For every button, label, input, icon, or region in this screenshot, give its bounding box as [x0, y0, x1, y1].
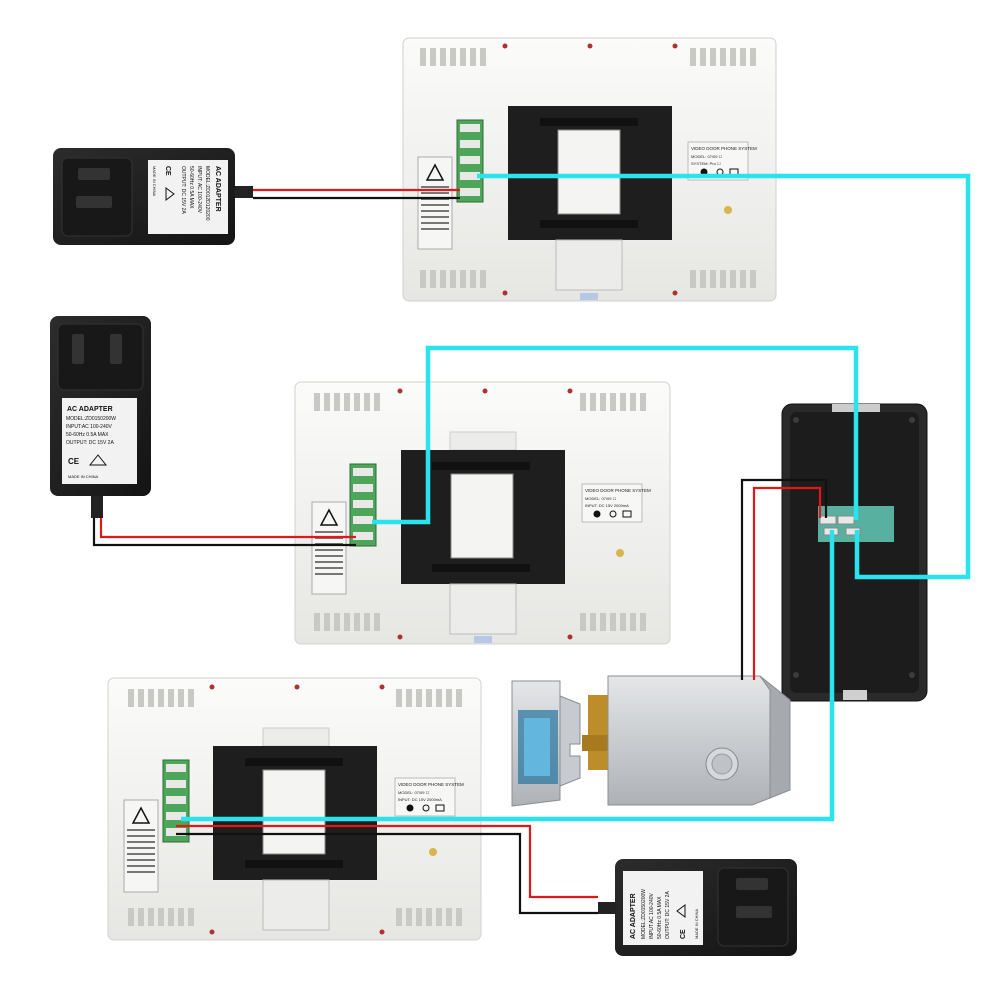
wire-black — [176, 832, 598, 915]
svg-text:CE: CE — [680, 929, 687, 939]
model-label: VIDEO DOOR PHONE SYSTEM MODEL: 07/09 ☐ I… — [394, 777, 464, 817]
model-label-row: INPUT: DC 15V 2000mA — [585, 503, 629, 508]
lock-latch — [588, 695, 608, 770]
adapter-line: OUTPUT: DC 15V 2A — [180, 166, 186, 214]
wire-red — [752, 486, 822, 680]
warning-sticker — [417, 156, 453, 250]
screw-holes — [397, 388, 573, 640]
speaker-dot — [616, 549, 624, 557]
adapter-line: INPUT:AC 100-240V — [66, 424, 113, 430]
adapter-title: AC ADAPTER — [67, 406, 113, 413]
bottom-screw — [843, 690, 867, 700]
wall-bracket — [401, 450, 565, 584]
stand-top — [262, 727, 330, 747]
vent-slots — [420, 48, 756, 288]
model-label-row: MODEL: 07/09 ☐ — [398, 790, 430, 795]
vent-slots — [314, 393, 646, 631]
vent-slots — [128, 689, 462, 926]
adapter-title: AC ADAPTER — [630, 893, 637, 939]
power-adapter-bottom: AC ADAPTER MODEL:ZD0150200W INPUT:AC 100… — [598, 859, 797, 956]
video-wire-top — [477, 173, 971, 580]
warning-sticker — [123, 799, 159, 893]
adapter-line: MODEL:ZD012D120200 — [204, 166, 210, 221]
stand-top — [449, 431, 517, 451]
cable-strain-relief — [235, 186, 253, 198]
speaker-dot — [724, 206, 732, 214]
terminal-block — [162, 759, 190, 843]
model-label: VIDEO DOOR PHONE SYSTEM MODEL: 07/09 ☐ S… — [687, 141, 757, 181]
adapter-label: AC ADAPTER MODEL:ZD012D120200 INPUT: AC … — [148, 160, 228, 234]
screw-holes — [209, 684, 385, 935]
monitor-middle: VIDEO DOOR PHONE SYSTEM MODEL: 07/09 ☐ I… — [294, 381, 671, 645]
model-label-title: VIDEO DOOR PHONE SYSTEM — [585, 488, 651, 493]
adapter-label: AC ADAPTER MODEL:ZD0150200W INPUT:AC 100… — [62, 398, 137, 484]
model-label: VIDEO DOOR PHONE SYSTEM MODEL: 07/09 ☐ I… — [581, 483, 651, 523]
power-adapter-top: AC ADAPTER MODEL:ZD012D120200 INPUT: AC … — [53, 148, 253, 245]
monitor-top: VIDEO DOOR PHONE SYSTEM MODEL: 07/09 ☐ S… — [402, 37, 777, 302]
video-wire-middle — [372, 345, 859, 525]
terminal-block — [349, 463, 377, 547]
wire-red — [99, 518, 356, 539]
adapter-line: MODEL:ZD0150200W — [641, 889, 647, 939]
screw-holes — [502, 43, 678, 296]
power-adapter-middle: AC ADAPTER MODEL:ZD0150200W INPUT:AC 100… — [50, 316, 151, 518]
doorbell-camera-unit — [781, 403, 928, 702]
adapter-line: OUTPUT: DC 15V 2A — [665, 891, 671, 939]
electric-lock — [511, 675, 791, 807]
monitor-bottom: VIDEO DOOR PHONE SYSTEM MODEL: 07/09 ☐ I… — [107, 677, 482, 941]
model-label-row: SYSTEM: Pro ☐ — [691, 161, 721, 166]
port-label — [580, 293, 598, 300]
port-label — [474, 636, 492, 643]
stand-recess — [262, 879, 330, 931]
adapter-title: AC ADAPTER — [214, 166, 221, 212]
cable-strain-relief — [91, 496, 103, 518]
adapter-label: AC ADAPTER MODEL:ZD0150200W INPUT:AC 100… — [623, 871, 703, 945]
wire-black — [740, 478, 828, 680]
adapter-line: INPUT:AC 100-240V — [649, 892, 655, 939]
video-wire-bottom — [181, 530, 835, 822]
cable-strain-relief — [598, 902, 616, 914]
stand-recess — [449, 583, 517, 635]
model-label-row: INPUT: DC 15V 2000mA — [398, 797, 442, 802]
terminal-block — [456, 119, 484, 203]
speaker-dot — [429, 848, 437, 856]
adapter-line: MADE IN CHINA — [68, 474, 99, 479]
video-wires — [181, 173, 971, 822]
adapter-line: 50-60Hz 0.5A MAX — [66, 432, 109, 438]
svg-text:CE: CE — [164, 166, 171, 176]
adapter-line: MADE IN CHINA — [152, 166, 157, 197]
wire-red — [176, 824, 598, 899]
model-label-title: VIDEO DOOR PHONE SYSTEM — [691, 146, 757, 151]
adapter-line: MADE IN CHINA — [694, 908, 699, 939]
model-label-row: MODEL: 07/09 ☐ — [691, 154, 723, 159]
model-label-title: VIDEO DOOR PHONE SYSTEM — [398, 782, 464, 787]
wire-black — [92, 518, 356, 547]
svg-text:CE: CE — [68, 457, 80, 466]
wall-bracket — [213, 746, 377, 880]
adapter-line: MODEL:ZD0150200W — [66, 416, 116, 422]
model-label-row: MODEL: 07/09 ☐ — [585, 496, 617, 501]
adapter-line: 50-60Hz 0.5A MAX — [657, 896, 663, 939]
wall-bracket — [508, 106, 672, 240]
stand-recess — [555, 239, 623, 291]
power-wires — [92, 188, 828, 915]
adapter-line: 50-60Hz 0.5A MAX — [188, 166, 194, 209]
adapter-line: INPUT: AC 100-240V — [196, 166, 202, 214]
adapter-line: OUTPUT: DC 15V 2A — [66, 440, 114, 446]
warning-sticker — [311, 501, 347, 595]
